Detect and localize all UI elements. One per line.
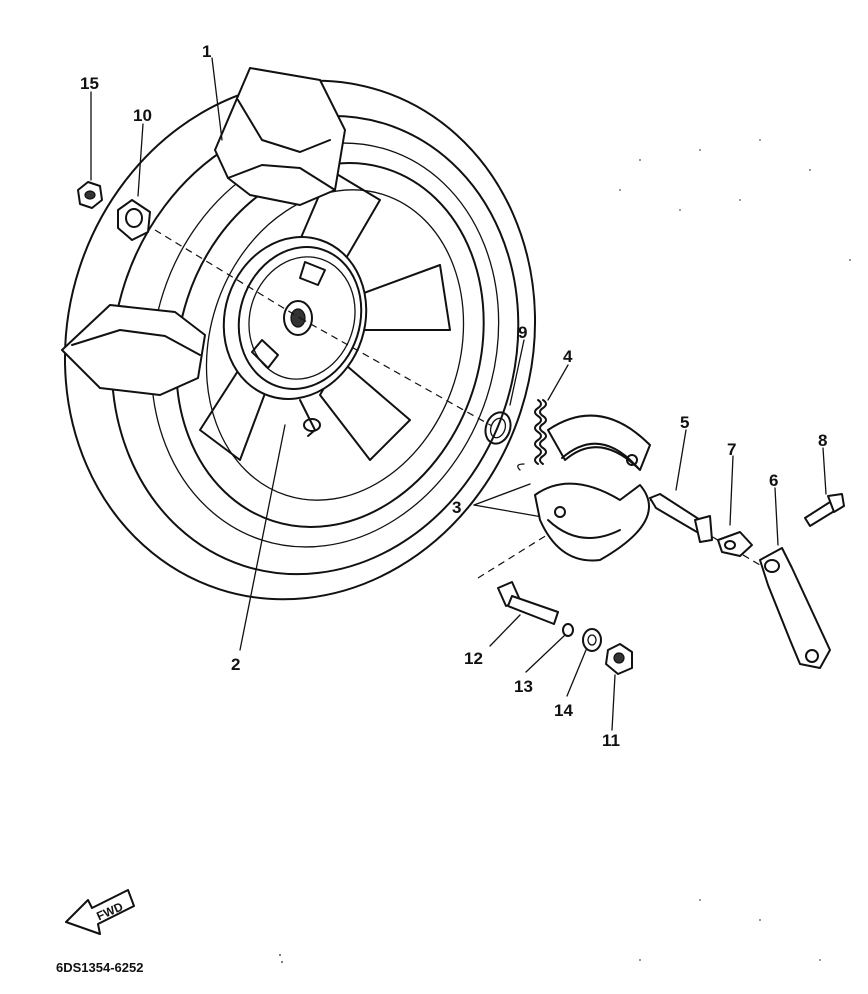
part-label-1: 1	[202, 42, 211, 61]
tire-and-wheel	[61, 67, 537, 601]
bolt-part-8	[804, 493, 845, 527]
part-label-10: 10	[133, 106, 152, 125]
drawing-code: 6DS1354-6252	[56, 960, 143, 975]
part-label-2: 2	[231, 655, 240, 674]
brake-shoes-part-3	[534, 414, 651, 562]
circlip-part-13	[562, 623, 574, 637]
part-label-13: 13	[514, 677, 533, 696]
scan-speckles	[279, 139, 851, 963]
part-label-7: 7	[727, 440, 736, 459]
part-label-5: 5	[680, 413, 689, 432]
oring-part-9	[484, 411, 512, 445]
part-label-3: 3	[452, 498, 461, 517]
nut-part-11	[605, 643, 633, 675]
part-number-labels: 1 2 3 4 5 6 7 8 9 10 11 12 13 14 15	[80, 42, 827, 750]
collar-part-10	[117, 199, 151, 241]
plate-part-7	[717, 531, 753, 557]
brake-arm-part-6	[759, 547, 831, 669]
part-label-11: 11	[602, 731, 620, 750]
part-label-8: 8	[818, 431, 827, 450]
fwd-label: FWD	[94, 899, 125, 923]
part-label-4: 4	[563, 347, 573, 366]
pin-part-12	[497, 581, 559, 625]
spring-part-4	[517, 399, 547, 471]
part-label-15: 15	[80, 74, 99, 93]
nut-part-15	[77, 181, 103, 209]
washer-part-14	[582, 628, 602, 652]
leader-lines	[90, 57, 827, 731]
part-label-9: 9	[518, 323, 527, 342]
camshaft-part-5	[649, 493, 713, 543]
fwd-arrow-icon: FWD	[65, 889, 135, 935]
part-label-14: 14	[554, 701, 573, 720]
part-label-12: 12	[464, 649, 483, 668]
part-label-6: 6	[769, 471, 778, 490]
